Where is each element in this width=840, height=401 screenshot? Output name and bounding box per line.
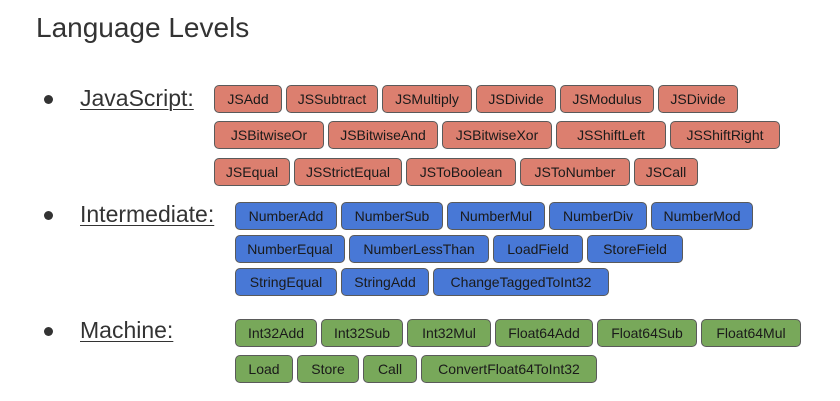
op-chip-stringequal: StringEqual [235,268,337,296]
op-chip-jsdivide-2: JSDivide [658,85,738,113]
op-chip-numbermod: NumberMod [651,202,753,230]
op-chip-jsshiftright: JSShiftRight [670,121,780,149]
bullet-dot [44,327,53,336]
op-chip-jsadd: JSAdd [214,85,282,113]
op-chip-numbermul: NumberMul [447,202,545,230]
op-chip-int32sub: Int32Sub [321,319,403,347]
bullet-dot [44,95,53,104]
op-chip-jscall: JSCall [634,158,698,186]
op-chip-jsshiftleft: JSShiftLeft [556,121,666,149]
level-label-javascript: JavaScript: [80,85,194,111]
op-chip-numberdiv: NumberDiv [549,202,647,230]
op-chip-int32add: Int32Add [235,319,317,347]
op-chip-call: Call [363,355,417,383]
op-chip-changetaggedtoint32: ChangeTaggedToInt32 [433,268,609,296]
op-chip-jstoboolean: JSToBoolean [406,158,516,186]
op-chip-store: Store [297,355,359,383]
op-chip-jsdivide: JSDivide [476,85,556,113]
op-chip-jstonumber: JSToNumber [520,158,630,186]
op-chip-jsbitwisexor: JSBitwiseXor [442,121,552,149]
op-chip-jsmodulus: JSModulus [560,85,654,113]
op-chip-numbersub: NumberSub [341,202,443,230]
op-chip-jsbitwiseor: JSBitwiseOr [214,121,324,149]
op-chip-stringadd: StringAdd [341,268,429,296]
op-chip-jsequal: JSEqual [214,158,290,186]
level-label-machine: Machine: [80,317,174,343]
op-chip-jsmultiply: JSMultiply [382,85,472,113]
op-chip-jsbitwiseand: JSBitwiseAnd [328,121,438,149]
bullet-dot [44,211,53,220]
op-chip-loadfield: LoadField [493,235,583,263]
op-chip-storefield: StoreField [587,235,683,263]
op-chip-numberequal: NumberEqual [235,235,345,263]
op-chip-float64sub: Float64Sub [597,319,697,347]
op-chip-jsstrictequal: JSStrictEqual [294,158,402,186]
op-chip-float64add: Float64Add [495,319,593,347]
op-chip-numberadd: NumberAdd [235,202,337,230]
op-chip-float64mul: Float64Mul [701,319,801,347]
level-label-intermediate: Intermediate: [80,201,215,227]
op-chip-load: Load [235,355,293,383]
op-chip-int32mul: Int32Mul [407,319,491,347]
page-title: Language Levels [36,12,250,43]
op-chip-numberlessthan: NumberLessThan [349,235,489,263]
op-chip-convertfloat64toint32: ConvertFloat64ToInt32 [421,355,597,383]
op-chip-jssubtract: JSSubtract [286,85,378,113]
